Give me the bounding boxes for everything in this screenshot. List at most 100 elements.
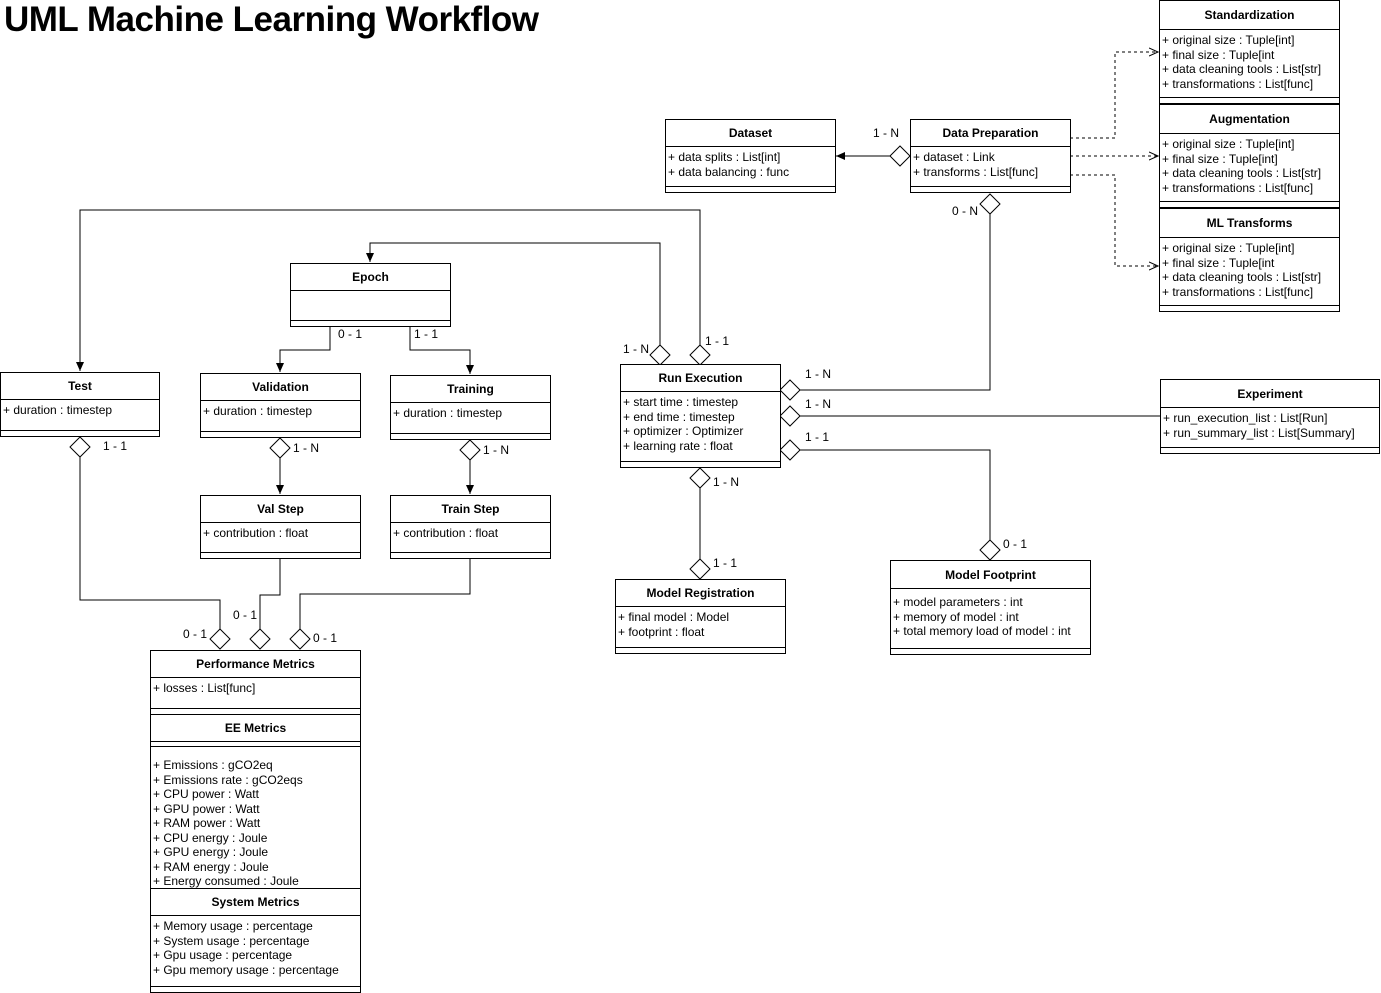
attribute: + final size : Tuple[int <box>1162 255 1275 270</box>
aggregation-diamond-dataprep-run <box>979 193 1001 215</box>
attribute: + losses : List[func] <box>153 681 256 695</box>
multiplicity-test-metrics: 1 - 1 <box>103 439 128 453</box>
class-val-step-operations <box>201 552 360 558</box>
aggregation-diamond-run-dataprep <box>779 379 801 401</box>
attribute: + run_execution_list : List[Run] <box>1163 411 1328 425</box>
class-model-footprint[interactable]: Model Footprint + model parameters : int… <box>890 560 1091 655</box>
class-experiment[interactable]: Experiment + run_execution_list : List[R… <box>1160 379 1380 454</box>
class-model-registration[interactable]: Model Registration + final model : Model… <box>615 579 786 654</box>
attribute: + Memory usage : percentage <box>153 919 313 933</box>
class-run-execution-operations <box>621 461 780 467</box>
class-standardization-name: Standardization <box>1160 1 1339 30</box>
attribute: + optimizer : Optimizer <box>623 424 744 438</box>
attribute: + original size : Tuple[int] <box>1162 137 1295 151</box>
class-ee-metrics[interactable]: EE Metrics + Emissions : gCO2eq + Emissi… <box>150 714 361 889</box>
class-performance-metrics[interactable]: Performance Metrics + losses : List[func… <box>150 650 361 715</box>
multiplicity-registration-run: 1 - 1 <box>713 556 738 570</box>
link-run-footprint <box>800 449 991 540</box>
class-training-name: Training <box>391 376 550 403</box>
class-train-step-attributes: + contribution : float <box>391 523 550 552</box>
attribute: + Emissions : gCO2eq <box>153 758 273 772</box>
class-epoch-operations <box>291 320 450 326</box>
class-system-metrics-name: System Metrics <box>151 889 360 916</box>
class-run-execution[interactable]: Run Execution + start time : timestep + … <box>620 364 781 468</box>
attribute: + final size : Tuple[int] <box>1162 151 1278 166</box>
class-augmentation[interactable]: Augmentation + original size : Tuple[int… <box>1159 104 1340 208</box>
class-standardization-attributes: + original size : Tuple[int] + final siz… <box>1160 30 1339 97</box>
multiplicity-validation-valstep: 1 - N <box>293 441 320 455</box>
class-experiment-name: Experiment <box>1161 380 1379 408</box>
attribute: + RAM power : Watt <box>153 816 261 830</box>
class-dataset-name: Dataset <box>666 120 835 147</box>
attribute: + GPU power : Watt <box>153 801 260 816</box>
attribute: + RAM energy : Joule <box>153 859 269 874</box>
class-system-metrics-attributes: + Memory usage : percentage + System usa… <box>151 916 360 986</box>
aggregation-diamond-footprint-run <box>979 539 1001 561</box>
link-dataprep-run <box>800 214 991 391</box>
attribute: + dataset : Link <box>913 150 995 164</box>
class-ml-transforms-operations <box>1160 305 1339 311</box>
multiplicity-metrics-val: 0 - 1 <box>233 608 258 622</box>
attribute: + end time : timestep <box>623 409 735 424</box>
class-training-attributes: + duration : timestep <box>391 403 550 433</box>
attribute: + run_summary_list : List[Summary] <box>1163 425 1355 440</box>
class-model-footprint-name: Model Footprint <box>891 561 1090 589</box>
link-dataprep-mltransforms <box>1070 174 1158 266</box>
class-val-step[interactable]: Val Step + contribution : float <box>200 495 361 559</box>
aggregation-diamond-run-test <box>689 344 711 366</box>
aggregation-diamond-run-footprint <box>779 439 801 461</box>
multiplicity-epoch-validation: 0 - 1 <box>338 327 363 341</box>
class-test-attributes: + duration : timestep <box>1 400 159 430</box>
class-experiment-attributes: + run_execution_list : List[Run] + run_s… <box>1161 408 1379 447</box>
attribute: + transforms : List[func] <box>913 164 1039 179</box>
attribute: + data cleaning tools : List[str] <box>1162 62 1322 76</box>
aggregation-diamond-run-epoch <box>649 344 671 366</box>
link-dataprep-standardization <box>1070 52 1158 139</box>
class-validation[interactable]: Validation + duration : timestep <box>200 373 361 438</box>
class-model-registration-operations <box>616 647 785 653</box>
link-test-metrics <box>79 457 221 629</box>
multiplicity-run-test: 1 - 1 <box>705 334 730 348</box>
multiplicity-dataprep-run: 0 - N <box>952 204 979 218</box>
class-augmentation-operations <box>1160 201 1339 207</box>
attribute: + duration : timestep <box>203 404 313 418</box>
attribute: + final size : Tuple[int <box>1162 47 1275 62</box>
attribute: + transformations : List[func] <box>1162 284 1314 299</box>
attribute: + CPU power : Watt <box>153 787 259 801</box>
class-train-step[interactable]: Train Step + contribution : float <box>390 495 551 559</box>
class-augmentation-attributes: + original size : Tuple[int] + final siz… <box>1160 134 1339 201</box>
aggregation-diamond-dataprep-dataset <box>889 145 911 167</box>
class-training-operations <box>391 433 550 439</box>
class-test-operations <box>1 430 159 436</box>
class-performance-metrics-attributes: + losses : List[func] <box>151 678 360 708</box>
attribute: + Energy consumed : Joule <box>153 874 299 888</box>
class-dataset[interactable]: Dataset + data splits : List[int] + data… <box>665 119 836 193</box>
attribute: + start time : timestep <box>623 395 739 409</box>
attribute: + memory of model : int <box>893 609 1019 624</box>
class-data-preparation[interactable]: Data Preparation + dataset : Link + tran… <box>910 119 1071 193</box>
class-system-metrics[interactable]: System Metrics + Memory usage : percenta… <box>150 888 361 993</box>
attribute: + GPU energy : Joule <box>153 845 269 859</box>
class-ml-transforms[interactable]: ML Transforms + original size : Tuple[in… <box>1159 208 1340 312</box>
class-standardization-operations <box>1160 97 1339 103</box>
aggregation-diamond-metrics-val <box>249 628 271 650</box>
class-val-step-attributes: + contribution : float <box>201 523 360 552</box>
diagram-title: UML Machine Learning Workflow <box>4 0 539 39</box>
class-epoch-name: Epoch <box>291 264 450 291</box>
class-run-execution-name: Run Execution <box>621 365 780 392</box>
class-standardization[interactable]: Standardization + original size : Tuple[… <box>1159 0 1340 104</box>
multiplicity-run-epoch: 1 - N <box>623 342 650 356</box>
link-epoch-training <box>409 327 474 374</box>
attribute: + footprint : float <box>618 624 705 639</box>
class-system-metrics-operations <box>151 986 360 992</box>
attribute: + Gpu memory usage : percentage <box>153 962 339 977</box>
aggregation-diamond-registration-run <box>689 558 711 580</box>
class-test[interactable]: Test + duration : timestep <box>0 372 160 437</box>
class-epoch[interactable]: Epoch <box>290 263 451 327</box>
attribute: + contribution : float <box>203 526 309 540</box>
class-training[interactable]: Training + duration : timestep <box>390 375 551 440</box>
class-model-registration-attributes: + final model : Model + footprint : floa… <box>616 607 785 647</box>
class-test-name: Test <box>1 373 159 400</box>
multiplicity-run-footprint: 1 - 1 <box>805 430 830 444</box>
